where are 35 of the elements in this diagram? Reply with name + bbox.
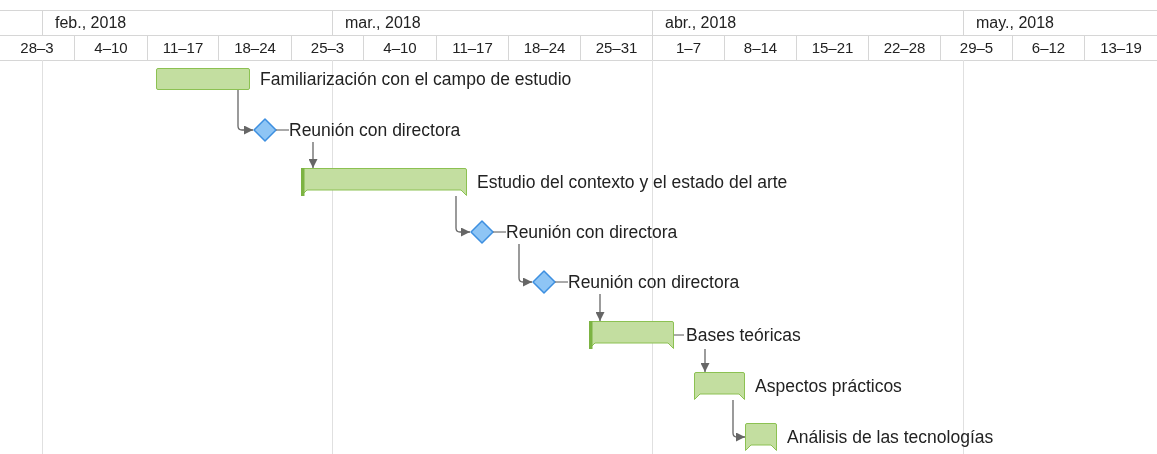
week-header: 18–24 — [218, 35, 291, 60]
week-header: 4–10 — [363, 35, 436, 60]
dependency-arrow — [700, 348, 710, 373]
task-label: Familiarización con el campo de estudio — [260, 68, 572, 90]
task-label: Reunión con directora — [568, 271, 740, 293]
dependency-arrow — [595, 293, 605, 322]
week-header: 1–7 — [652, 35, 724, 60]
week-header: 6–12 — [1012, 35, 1084, 60]
task-label: Reunión con directora — [289, 119, 461, 141]
task-label: Estudio del contexto y el estado del arte — [477, 171, 788, 193]
task-label: Reunión con directora — [506, 221, 678, 243]
dependency-arrow — [308, 141, 318, 169]
dependency-arrow — [237, 89, 254, 135]
month-header: mar., 2018 — [332, 10, 652, 35]
week-header: 15–21 — [796, 35, 868, 60]
dependency-arrow — [455, 195, 471, 237]
week-header: 8–14 — [724, 35, 796, 60]
week-header: 13–19 — [1084, 35, 1157, 60]
week-header: 22–28 — [868, 35, 940, 60]
week-header: 25–31 — [580, 35, 652, 60]
month-header: abr., 2018 — [652, 10, 963, 35]
week-header: 11–17 — [147, 35, 218, 60]
week-header: 25–3 — [291, 35, 363, 60]
week-header: 11–17 — [436, 35, 508, 60]
task-label: Bases teóricas — [686, 324, 801, 346]
month-header: feb., 2018 — [42, 10, 332, 35]
dependency-arrow — [732, 399, 746, 442]
week-header: 18–24 — [508, 35, 580, 60]
week-header: 4–10 — [74, 35, 147, 60]
week-header: 28–3 — [19, 38, 55, 58]
week-header: 29–5 — [940, 35, 1012, 60]
month-header: may., 2018 — [963, 10, 1157, 35]
task-label: Análisis de las tecnologías — [787, 426, 994, 448]
dependency-arrow — [518, 243, 533, 287]
task-label: Aspectos prácticos — [755, 375, 902, 397]
